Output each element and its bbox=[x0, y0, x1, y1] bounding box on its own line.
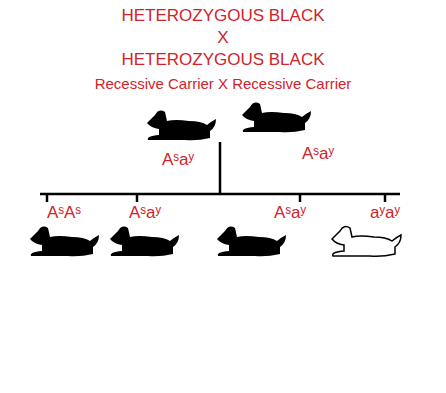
genotype-label: AˢAˢ bbox=[47, 204, 81, 223]
genotype-label: aʸaʸ bbox=[370, 204, 400, 223]
parent-dog bbox=[242, 103, 311, 133]
offspring-dog bbox=[30, 227, 99, 257]
offspring-dog bbox=[217, 227, 286, 257]
heading-line: HETEROZYGOUS BLACK bbox=[121, 7, 324, 26]
parent-dog bbox=[147, 111, 216, 141]
pedigree-lines bbox=[40, 142, 400, 202]
genotype-label: Aˢaʸ bbox=[274, 204, 306, 223]
offspring-dog bbox=[110, 227, 179, 257]
cross-sign: X bbox=[217, 29, 228, 48]
subheading: Recessive Carrier X Recessive Carrier bbox=[95, 76, 352, 93]
genotype-label: Aˢaʸ bbox=[162, 151, 194, 170]
heading-line: HETEROZYGOUS BLACK bbox=[121, 51, 324, 70]
genotype-label: Aˢaʸ bbox=[302, 145, 334, 164]
offspring-dog-recessive bbox=[332, 227, 401, 257]
genotype-label: Aˢaʸ bbox=[129, 204, 161, 223]
